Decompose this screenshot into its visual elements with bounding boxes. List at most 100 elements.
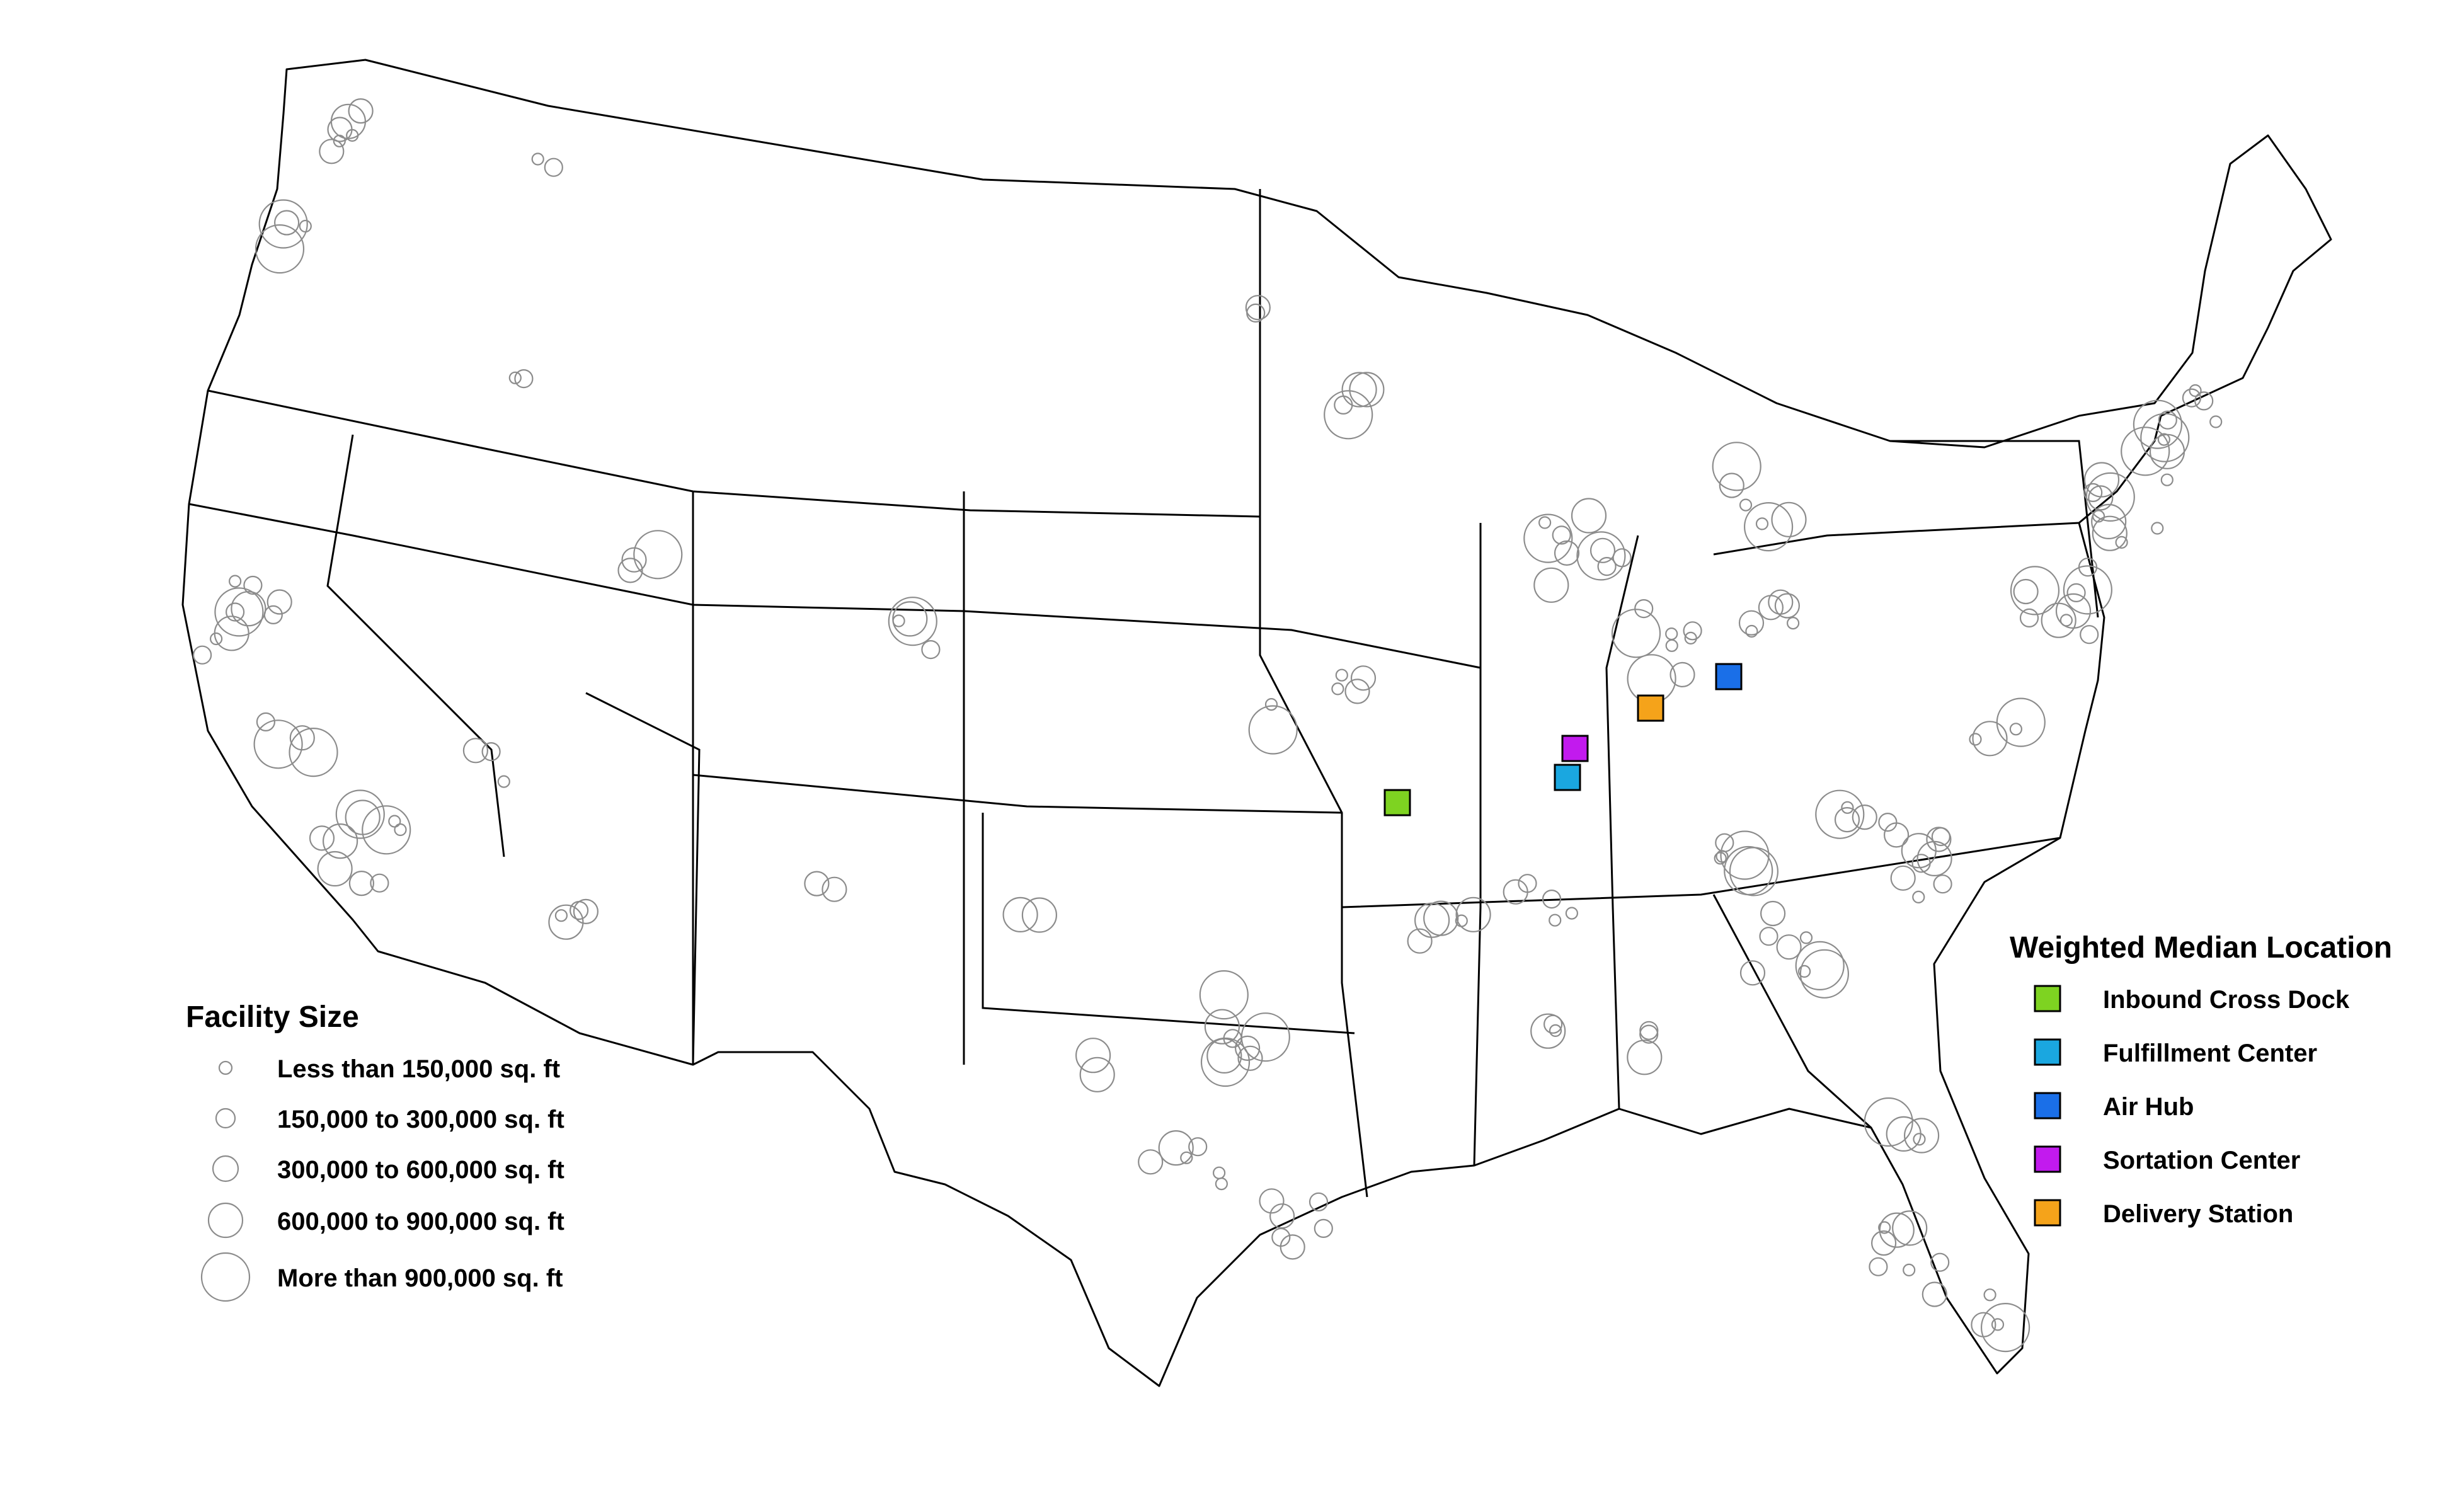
facility-circle (1335, 668, 1348, 682)
facility-circle (333, 134, 346, 147)
facility-circle (1612, 548, 1632, 568)
size-label-xs: Less than 150,000 sq. ft (277, 1055, 560, 1083)
facility-circle (1204, 1009, 1240, 1045)
facility-circle (1912, 890, 1925, 904)
facility-circle (1892, 1210, 1928, 1246)
facility-circle (617, 558, 643, 583)
facility-circle (256, 712, 275, 732)
facility-circle (1549, 914, 1562, 927)
facility-circle (1922, 1281, 1947, 1307)
facility-circle (1795, 941, 1845, 991)
facility-circle (348, 98, 374, 124)
facility-circle (1530, 1013, 1566, 1049)
facility-circle (226, 602, 245, 622)
facility-circle (1199, 970, 1249, 1020)
marker-air-hub (1715, 663, 1743, 690)
us-outline (181, 59, 2332, 1387)
facility-circle (554, 909, 568, 922)
facility-circle (1634, 598, 1654, 619)
facility-circle (1869, 1257, 1888, 1276)
facility-circle (1864, 1097, 1913, 1147)
facility-circle (322, 823, 358, 859)
facility-circle (1983, 1288, 1996, 1302)
facility-circle (1075, 1038, 1111, 1074)
facility-circle (531, 152, 544, 166)
facility-circle (1589, 537, 1616, 563)
facility-circle (255, 224, 305, 274)
facility-circle (1234, 1035, 1261, 1062)
facility-circle (508, 371, 522, 384)
facility-circle (1815, 789, 1865, 839)
facility-circle (1933, 874, 1952, 894)
facility-circle (1665, 639, 1678, 652)
facility-circle (1549, 1024, 1562, 1038)
size-label-xl: More than 900,000 sq. ft (277, 1264, 563, 1292)
facility-circle (1627, 1040, 1663, 1075)
facility-circle (1738, 610, 1765, 636)
facility-circle (2115, 536, 2128, 549)
facility-circle (1597, 556, 1617, 576)
facility-circle (1344, 679, 1370, 704)
legend-label-inbound-cross-dock: Inbound Cross Dock (2103, 986, 2350, 1014)
facility-circle (1852, 804, 1877, 830)
facility-circle (1991, 1318, 2005, 1331)
facility-circle (1799, 949, 1849, 999)
facility-circle (394, 823, 407, 837)
facility-circle (1799, 931, 1813, 944)
facility-circle (2121, 427, 2170, 476)
facility-circle (544, 158, 563, 177)
facility-circle (2157, 433, 2170, 446)
facility-circle (1002, 896, 1038, 933)
facility-circle (1739, 960, 1766, 986)
facility-circle (2085, 472, 2135, 522)
facility-circle (1533, 567, 1569, 603)
facility-circle (1455, 896, 1491, 932)
facility-circle (1878, 812, 1898, 832)
facility-circle (1280, 1234, 1305, 1260)
facility-circle (274, 210, 300, 236)
facility-circle (1309, 1192, 1329, 1211)
facility-circle (319, 139, 345, 164)
facility-circle (1911, 854, 1931, 873)
legend-swatch-fulfillment-center (2034, 1038, 2061, 1066)
facility-circle (1745, 624, 1758, 638)
facility-circle (2140, 413, 2190, 462)
facility-circle (345, 799, 381, 835)
facility-circle (327, 117, 353, 142)
facility-circle (2066, 583, 2086, 603)
size-swatch-l (207, 1202, 244, 1239)
facility-circle (266, 589, 292, 615)
facility-circle (2209, 415, 2223, 428)
legend-label-delivery-station: Delivery Station (2103, 1200, 2293, 1228)
facility-circle (1542, 889, 1562, 909)
facility-circle (1720, 830, 1770, 880)
facility-circle (1324, 390, 1373, 440)
size-legend-title: Facility Size (186, 1000, 359, 1034)
facility-circle (2182, 388, 2201, 408)
facility-circle (888, 597, 937, 646)
facility-circle (1538, 516, 1552, 529)
facility-circle (2080, 625, 2099, 644)
facility-circle (1931, 827, 1950, 847)
facility-circle (1712, 442, 1761, 491)
facility-circle (1264, 697, 1278, 711)
size-swatch-m (212, 1155, 239, 1183)
facility-circle (2009, 723, 2022, 736)
facility-circle (335, 789, 385, 839)
median-legend-title: Weighted Median Location (2010, 931, 2392, 965)
facility-circle (1969, 733, 1982, 746)
legend-label-air-hub: Air Hub (2103, 1093, 2194, 1121)
facility-circle (1138, 1149, 1164, 1175)
facility-circle (1237, 1045, 1263, 1071)
median-legend: Weighted Median Location Inbound Cross D… (2010, 931, 2392, 1228)
facility-circle (1904, 1118, 1940, 1154)
facility-circle (1259, 1188, 1285, 1214)
marker-delivery-station (1637, 694, 1664, 722)
facility-circle (633, 530, 683, 580)
facility-circle (2092, 510, 2105, 523)
facility-circle (1314, 1218, 1333, 1239)
facility-circle (1206, 1038, 1242, 1074)
facility-circle (1683, 621, 1702, 641)
facility-circle (309, 825, 335, 851)
facility-circle (214, 587, 264, 637)
